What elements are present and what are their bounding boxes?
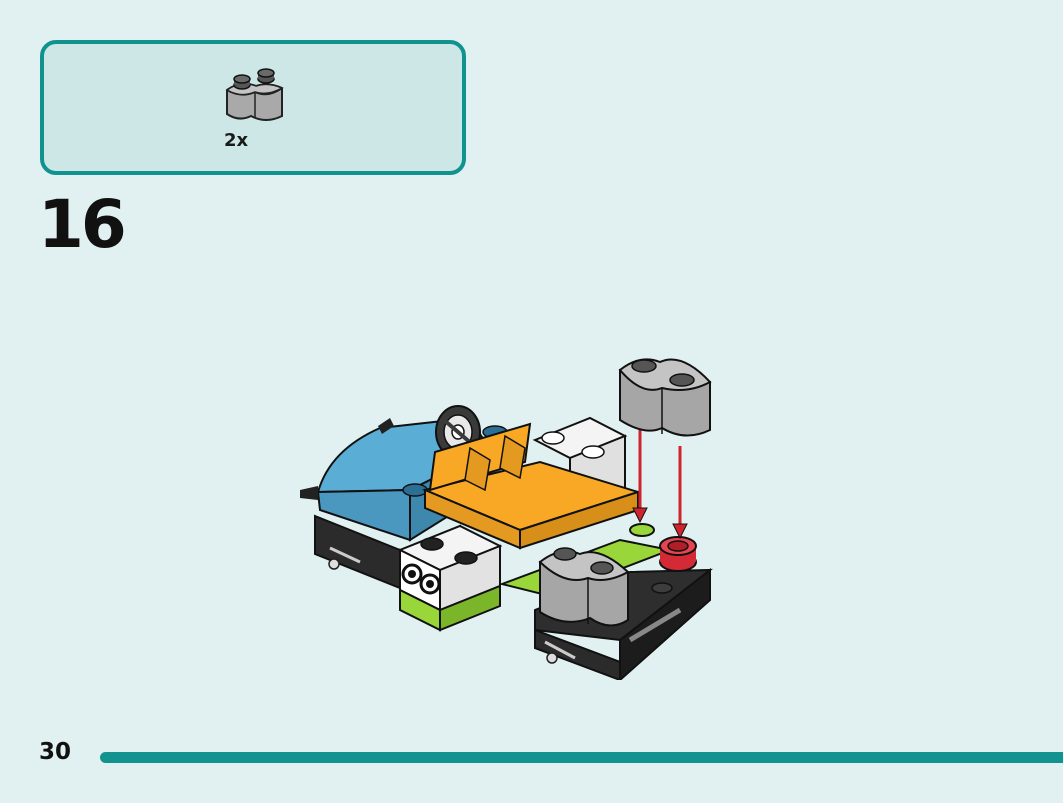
car-model-illustration <box>300 358 714 680</box>
grey-brick-incoming <box>618 358 712 437</box>
red-round-piece <box>659 536 697 572</box>
page-number: 30 <box>39 739 72 765</box>
page-progress-bar <box>100 752 1063 763</box>
page-progress-track <box>100 752 1063 763</box>
grey-1x2-rounded-brick-icon <box>225 68 284 121</box>
white-front-brick <box>397 524 503 632</box>
parts-list-box: 2x <box>40 40 466 175</box>
part-quantity: 2x <box>224 130 249 151</box>
step-number: 16 <box>38 186 127 263</box>
orange-seats <box>421 422 642 550</box>
grey-brick-placed <box>538 547 630 627</box>
